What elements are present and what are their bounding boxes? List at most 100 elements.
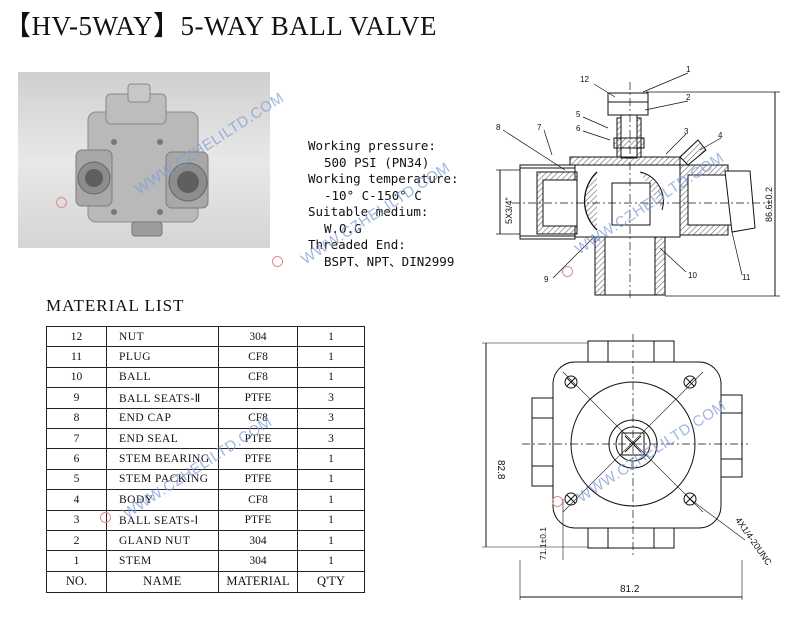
- section-label-6: 6: [576, 124, 581, 133]
- temperature-label: Working temperature:: [308, 171, 459, 186]
- temperature-value: -10° C-150° C: [324, 187, 422, 203]
- section-view: [496, 72, 780, 300]
- table-cell-name: STEM PACKING: [106, 468, 219, 491]
- table-cell-material: 304: [218, 325, 298, 348]
- section-label-12: 12: [580, 75, 589, 84]
- table-cell-material: PTFE: [218, 509, 298, 531]
- table-cell-name: BALL SEATS-Ⅱ: [106, 387, 219, 409]
- table-cell-no: 10: [46, 366, 107, 389]
- medium-value: W.O.G: [324, 220, 362, 236]
- bolt-dimension: 4X1/4-20UNC: [733, 515, 774, 567]
- table-cell-name: BALL: [106, 366, 219, 389]
- table-header-qty: Q'TY: [297, 570, 365, 593]
- table-cell-material: CF8: [218, 366, 298, 389]
- watermark-logo-icon: [272, 256, 283, 267]
- table-cell-material: 304: [218, 529, 298, 552]
- table-cell-qty: 1: [297, 448, 365, 470]
- watermark-text: WWW.CZHELILTD.COM: [572, 149, 728, 259]
- table-cell-qty: 3: [297, 387, 365, 409]
- table-cell-name: END CAP: [106, 407, 219, 429]
- table-cell-name: NUT: [106, 325, 219, 348]
- section-label-4: 4: [718, 131, 723, 140]
- product-photo: [18, 72, 270, 248]
- table-cell-qty: 1: [297, 509, 365, 531]
- watermark-logo-icon: [56, 197, 67, 208]
- table-cell-name: GLAND NUT: [106, 529, 219, 552]
- watermark-logo-icon: [100, 512, 111, 523]
- table-cell-qty: 1: [297, 366, 365, 389]
- table-cell-qty: 1: [297, 468, 365, 491]
- watermark-logo-icon: [552, 496, 563, 507]
- table-cell-qty: 1: [297, 325, 365, 348]
- table-cell-material: CF8: [218, 346, 298, 368]
- table-cell-name: PLUG: [106, 346, 219, 368]
- section-label-9: 9: [544, 275, 549, 284]
- section-label-1: 1: [686, 65, 691, 74]
- table-cell-no: 6: [46, 448, 107, 470]
- section-label-10: 10: [688, 271, 697, 280]
- table-cell-material: PTFE: [218, 387, 298, 409]
- table-cell-no: 9: [46, 387, 107, 409]
- section-label-2: 2: [686, 93, 691, 102]
- table-cell-material: PTFE: [218, 468, 298, 491]
- section-label-5: 5: [576, 110, 581, 119]
- table-cell-no: 2: [46, 529, 107, 552]
- width-dimension: 81.2: [620, 584, 640, 595]
- table-cell-no: 1: [46, 550, 107, 572]
- specifications: Working pressure: 500 PSI (PN34) Working…: [308, 138, 459, 270]
- table-cell-material: CF8: [218, 489, 298, 511]
- table-cell-no: 12: [46, 325, 107, 348]
- pressure-value: 500 PSI (PN34): [324, 154, 430, 170]
- table-cell-qty: 3: [297, 407, 365, 429]
- section-label-8: 8: [496, 123, 501, 132]
- table-cell-name: END SEAL: [106, 427, 219, 450]
- table-cell-material: 304: [218, 550, 298, 572]
- table-cell-qty: 1: [297, 346, 365, 368]
- table-cell-no: 11: [46, 346, 107, 368]
- section-labels: 1 2 3 4 5 6 7 8 9 10 11 12: [496, 65, 751, 284]
- table-cell-material: PTFE: [218, 427, 298, 450]
- height-dimension: 86.6±0.2: [764, 187, 774, 222]
- section-label-7: 7: [537, 123, 542, 132]
- thread-dimension: 5X3/4": [504, 197, 514, 224]
- table-cell-qty: 1: [297, 529, 365, 552]
- table-cell-no: 7: [46, 427, 107, 450]
- table-header-name: NAME: [106, 570, 219, 593]
- table-cell-no: 5: [46, 468, 107, 491]
- table-cell-no: 4: [46, 489, 107, 511]
- medium-label: Suitable medium:: [308, 204, 429, 219]
- pressure-label: Working pressure:: [308, 138, 436, 153]
- valve-photo-illustration: [75, 83, 209, 237]
- watermark-text: WWW.CZHELILTD.COM: [574, 397, 730, 507]
- thread-label: Threaded End:: [308, 237, 406, 252]
- thread-value: BSPT、NPT、DIN2999: [324, 253, 455, 269]
- table-cell-name: STEM: [106, 550, 219, 572]
- table-header-no: NO.: [46, 570, 107, 593]
- table-cell-qty: 1: [297, 550, 365, 572]
- table-cell-qty: 1: [297, 489, 365, 511]
- side-dimension: 82.8: [495, 460, 506, 480]
- table-cell-qty: 3: [297, 427, 365, 450]
- watermark-logo-icon: [562, 266, 573, 277]
- section-label-3: 3: [684, 127, 689, 136]
- offset-dimension: 71.1±0.1: [538, 527, 548, 560]
- table-cell-no: 3: [46, 509, 107, 531]
- section-label-11: 11: [742, 273, 751, 282]
- table-header-material: MATERIAL: [218, 570, 298, 593]
- page-title: 【HV-5WAY】5-WAY BALL VALVE: [4, 11, 438, 41]
- material-list-heading: MATERIAL LIST: [46, 296, 185, 315]
- table-cell-no: 8: [46, 407, 107, 429]
